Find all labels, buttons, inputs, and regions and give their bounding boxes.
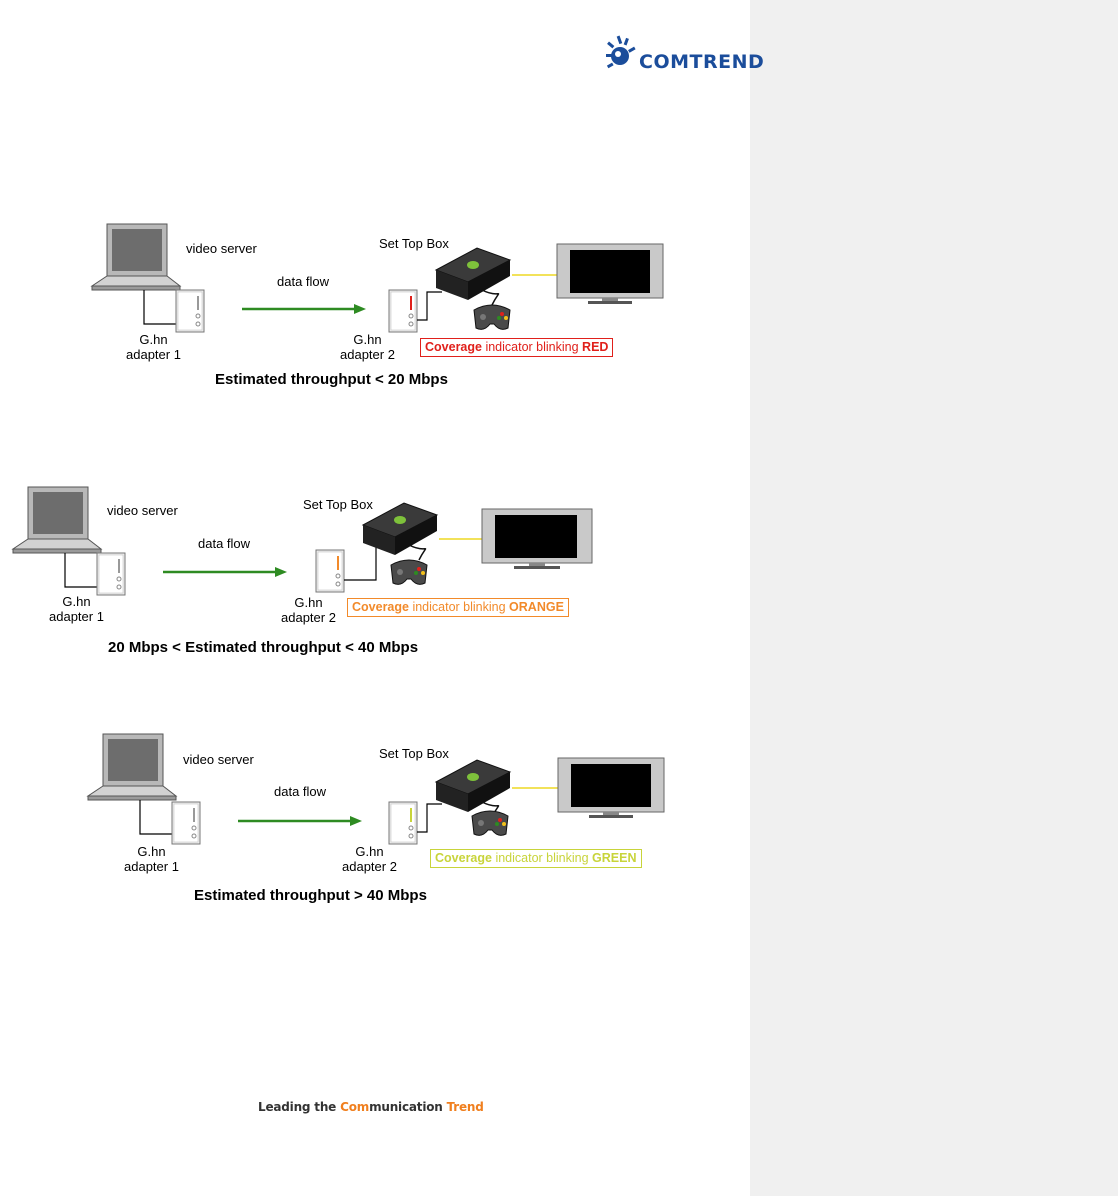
scenario-graphic	[11, 486, 593, 596]
gamepad-icon	[471, 810, 509, 836]
controller-cable	[481, 289, 500, 306]
coverage-indicator-label: Coverage indicator blinking ORANGE	[347, 598, 569, 617]
coverage-indicator-label: Coverage indicator blinking GREEN	[430, 849, 642, 868]
data-flow-label: data flow	[274, 784, 327, 799]
set-top-box-console-icon	[434, 247, 512, 300]
gn-adapter-1-icon	[171, 801, 201, 845]
data-flow-arrow	[238, 816, 362, 826]
data-flow-arrow	[242, 304, 366, 314]
controller-cable	[408, 544, 427, 561]
footer-tagline: Leading the Communication Trend	[258, 1100, 484, 1114]
laptop-icon	[86, 733, 178, 801]
laptop-adapter-cable	[64, 553, 98, 588]
set-top-box-label: Set Top Box	[303, 497, 373, 512]
video-server-label: video server	[107, 503, 178, 518]
data-flow-label: data flow	[198, 536, 251, 551]
adapter-stb-cable	[417, 803, 442, 833]
video-server-label: video server	[183, 752, 254, 767]
set-top-box-label: Set Top Box	[379, 236, 449, 251]
throughput-caption: Estimated throughput > 40 Mbps	[194, 887, 427, 904]
gn-adapter-1-icon	[175, 289, 205, 333]
throughput-caption: Estimated throughput < 20 Mbps	[215, 371, 448, 388]
comtrend-logo: COMTREND	[603, 34, 764, 76]
laptop-adapter-cable	[139, 800, 173, 835]
comtrend-globe-icon	[606, 35, 636, 69]
data-flow-label: data flow	[277, 274, 330, 289]
adapter-stb-cable	[417, 291, 442, 321]
tv-icon	[481, 508, 593, 569]
throughput-caption: 20 Mbps < Estimated throughput < 40 Mbps	[108, 639, 419, 656]
set-top-box-console-icon	[434, 759, 512, 812]
gamepad-icon	[390, 559, 428, 585]
scenario-graphic	[90, 223, 664, 333]
set-top-box-label: Set Top Box	[379, 746, 449, 761]
brand-name: COMTREND	[639, 51, 765, 73]
tv-icon	[556, 243, 664, 304]
gn-adapter-2-icon	[388, 801, 418, 845]
scenario-graphic	[86, 733, 665, 845]
laptop-icon	[11, 486, 103, 554]
data-flow-arrow	[163, 567, 287, 577]
gamepad-icon	[473, 304, 511, 330]
gn-adapter-1-icon	[96, 552, 126, 596]
video-server-label: video server	[186, 241, 257, 256]
gn-adapter-2-icon	[388, 289, 418, 333]
set-top-box-console-icon	[361, 502, 439, 555]
gn-adapter-2-icon	[315, 549, 345, 593]
coverage-indicator-label: Coverage indicator blinking RED	[420, 338, 614, 357]
tv-icon	[557, 757, 665, 818]
laptop-icon	[90, 223, 182, 291]
laptop-adapter-cable	[143, 290, 177, 325]
page-margin-sidebar	[750, 0, 1118, 1196]
